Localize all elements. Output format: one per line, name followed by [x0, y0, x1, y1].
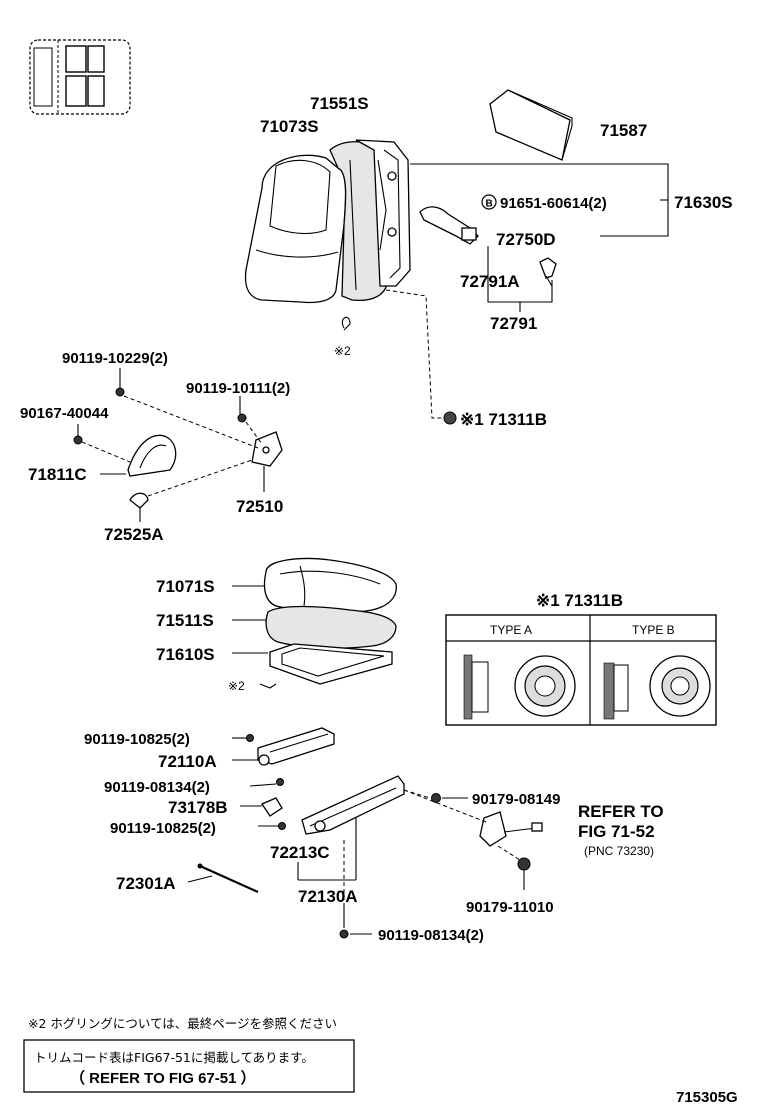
- type-b-side-icon: [603, 662, 615, 720]
- dashed-a: [123, 395, 259, 449]
- bolt-mark-icon: [481, 194, 497, 210]
- label-72301a: 72301A: [116, 874, 176, 893]
- trim-note-line1: トリムコード表はFIG67-51に掲載してあります。: [34, 1050, 314, 1065]
- dashed-71311b: [385, 289, 446, 419]
- bolt-10825-b: [278, 822, 286, 830]
- clip-71311b: [443, 411, 457, 425]
- label-72791: 72791: [490, 314, 537, 333]
- label-71511s: 71511S: [156, 611, 214, 630]
- bolt-mark-letter: B: [486, 199, 493, 210]
- label-71587: 71587: [600, 121, 647, 140]
- refer-line2: FIG 71-52: [578, 822, 655, 841]
- bolt-08134-a: [276, 778, 284, 786]
- board-71587: [489, 89, 573, 161]
- screw-90119-10229: [115, 387, 125, 397]
- label-90167: 90167-40044: [20, 405, 109, 422]
- label-mark2-top: ※2: [334, 344, 351, 358]
- knob-72791: [539, 257, 557, 287]
- nut-90179-11010: [517, 857, 531, 871]
- label-73178b: 73178B: [168, 798, 228, 817]
- refer-line3: (PNC 73230): [584, 844, 654, 858]
- hog-ring-mid-icon: [259, 683, 277, 689]
- recliner-72510: [251, 431, 283, 467]
- side-shield-71811c: [127, 434, 177, 477]
- figure-id: 715305G: [676, 1089, 738, 1106]
- cover-72525a: [129, 492, 149, 509]
- label-72750d: 72750D: [496, 230, 556, 249]
- trim-note-line2: （ REFER TO FIG 67-51 ）: [70, 1069, 256, 1087]
- vehicle-locator-icon: [29, 39, 131, 115]
- label-71630s: 71630S: [674, 193, 733, 212]
- seatback-frame-71630s: [355, 139, 411, 287]
- cushion-pad-71511s: [265, 605, 397, 649]
- inset-type-a: TYPE A: [490, 623, 532, 637]
- label-90179-08149: 90179-08149: [472, 791, 560, 808]
- adjuster-72110a: [257, 727, 335, 766]
- label-90119-10825-a: 90119-10825(2): [84, 731, 190, 748]
- buckle-bracket: [479, 811, 543, 847]
- dashed-c: [245, 421, 263, 445]
- inset-type-b: TYPE B: [632, 623, 675, 637]
- type-a-side-icon: [463, 654, 473, 720]
- refer-line1: REFER TO: [578, 802, 664, 821]
- label-72130a: 72130A: [298, 887, 358, 906]
- label-72510: 72510: [236, 497, 283, 516]
- label-90119-10825-b: 90119-10825(2): [110, 820, 216, 837]
- label-71071s: 71071S: [156, 577, 215, 596]
- cable-72301a: [197, 863, 259, 894]
- hog-ring-icon: [341, 316, 351, 331]
- trim-note-box: [23, 1039, 355, 1093]
- lever-72750d: [419, 206, 479, 245]
- label-71311b: ※1 71311B: [460, 410, 547, 429]
- bracket-73178b: [261, 797, 283, 817]
- label-90119-10229: 90119-10229(2): [62, 350, 168, 367]
- label-71811c: 71811C: [28, 465, 87, 484]
- inset-title: ※1 71311B: [536, 591, 623, 610]
- label-90119-10111: 90119-10111(2): [186, 380, 290, 397]
- label-91651: 91651-60614(2): [500, 195, 607, 212]
- label-72213c: 72213C: [270, 843, 330, 862]
- inset-71311b-box: [445, 614, 717, 726]
- bolt-08134-b: [339, 929, 349, 939]
- label-90119-08134-b: 90119-08134(2): [378, 927, 484, 944]
- dashed-d: [147, 459, 253, 497]
- cushion-frame-71610s: [269, 643, 393, 685]
- bolt-10825-a: [246, 734, 254, 742]
- label-90119-08134-a: 90119-08134(2): [104, 779, 210, 796]
- label-71610s: 71610S: [156, 645, 215, 664]
- label-72525a: 72525A: [104, 525, 164, 544]
- label-mark2-mid: ※2: [228, 679, 245, 693]
- rail-72213c: [301, 775, 405, 835]
- label-71073s: 71073S: [260, 117, 319, 136]
- dashed-b: [81, 441, 131, 463]
- note-hog-ring: ※2 ホグリングについては、最終ページを参照ください: [28, 1016, 337, 1031]
- label-72110a: 72110A: [158, 752, 217, 771]
- cushion-cover-71071s: [263, 557, 397, 614]
- nut-90179-08149: [431, 793, 441, 803]
- label-71551s: 71551S: [310, 94, 369, 113]
- label-90179-11010: 90179-11010: [466, 899, 554, 916]
- screw-90119-10111: [237, 413, 247, 423]
- label-72791a: 72791A: [460, 272, 520, 291]
- seatback-cover-71073s: [244, 154, 347, 304]
- screw-90167: [73, 435, 83, 445]
